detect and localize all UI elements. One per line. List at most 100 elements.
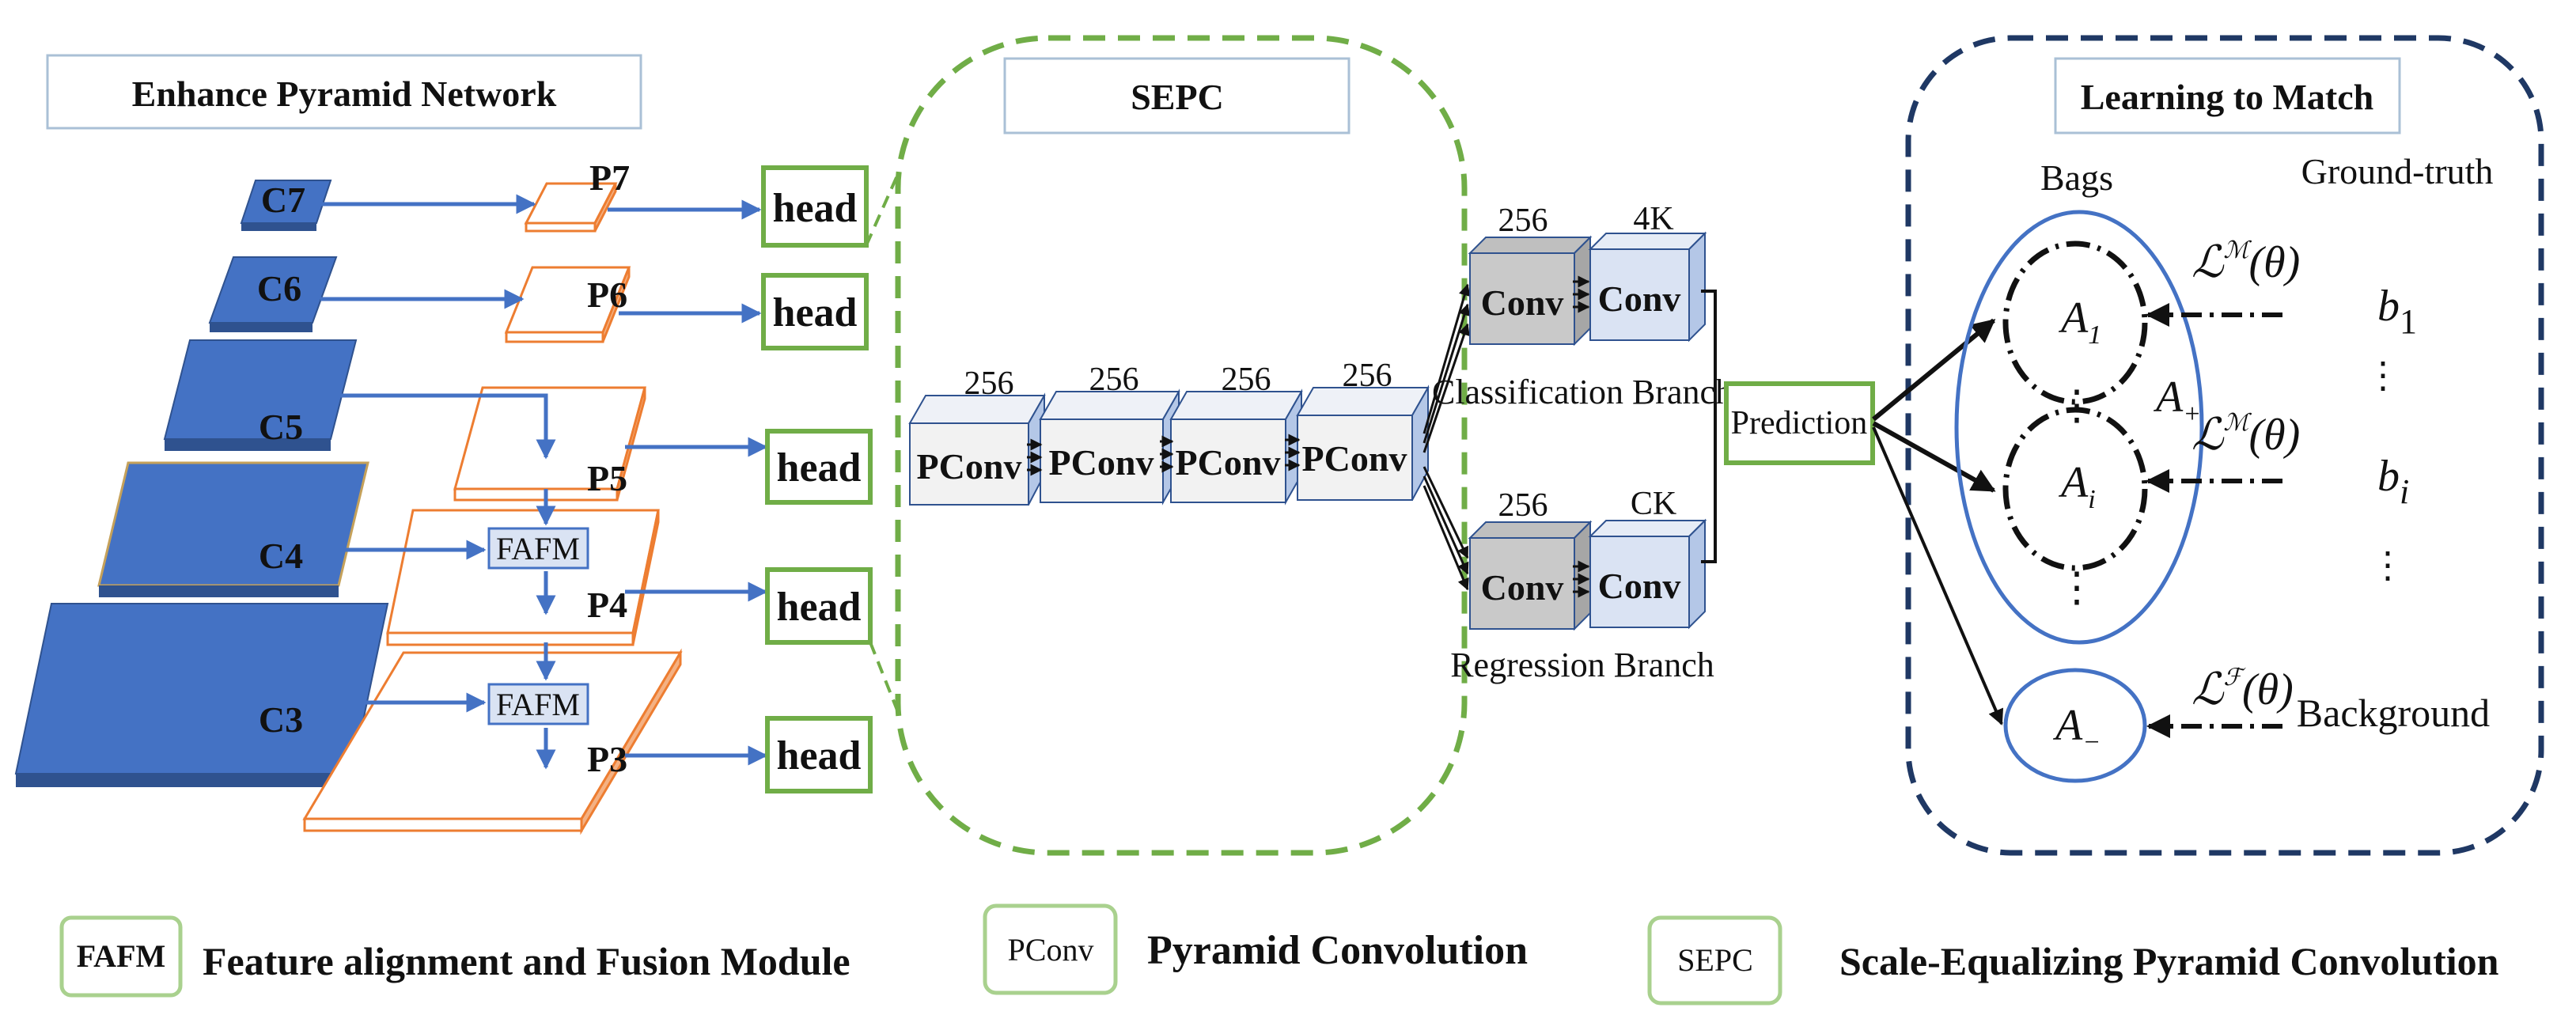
gt-bi-label: bi — [2377, 452, 2409, 511]
head-box-p7: head — [761, 165, 869, 248]
svg-text:head: head — [773, 186, 858, 231]
reg-conv-2-channels: CK — [1631, 486, 1676, 522]
legend-sepc-key: SEPC — [1677, 942, 1753, 978]
legend-fafm-key: FAFM — [77, 938, 166, 974]
cls-conv-2: Conv — [1588, 231, 1707, 343]
pconv-cube-4: PConv — [1296, 384, 1430, 501]
pyramid-p7-label: P7 — [589, 157, 630, 198]
bags-label: Bags — [2040, 157, 2113, 198]
pconv-connectors — [1027, 434, 1301, 476]
pconv-cube-1: PConv — [908, 392, 1046, 506]
pyramid-p6 — [504, 266, 631, 343]
pconv-channels-1: 256 — [964, 365, 1014, 402]
anchor-a1-label: A1 — [2058, 294, 2101, 350]
gt-arrows — [2146, 303, 2282, 738]
backbone-c4: C4 — [97, 461, 369, 597]
loss-f-label: ℒℱ(θ) — [2191, 665, 2294, 714]
reg-connectors — [1573, 560, 1590, 598]
pyramid-title-box: Enhance Pyramid Network — [46, 54, 642, 130]
anchor-ai-ellipse — [2002, 407, 2148, 571]
pconv-cube-3: PConv — [1169, 388, 1303, 506]
svg-text:PConv: PConv — [1049, 442, 1154, 483]
legend-fafm: FAFM Feature alignment and Fusion Module — [59, 915, 850, 998]
svg-text:FAFM: FAFM — [496, 531, 580, 566]
loss-m-label-1: ℒℳ(θ) — [2191, 237, 2300, 287]
reg-conv-2: Conv — [1588, 518, 1707, 630]
match-group-border — [1905, 35, 2544, 856]
head-arrows — [608, 199, 768, 766]
pconv-channels-3: 256 — [1222, 362, 1271, 398]
svg-text:Conv: Conv — [1598, 566, 1681, 606]
svg-text:head: head — [777, 733, 862, 778]
svg-text:head: head — [777, 445, 862, 490]
pyramid-p5-label: P5 — [587, 458, 627, 498]
legend-fafm-text: Feature alignment and Fusion Module — [203, 939, 850, 983]
cls-conv-1-channels: 256 — [1498, 203, 1548, 239]
bag-vdots-2: ⋮ — [2056, 566, 2097, 611]
background-label: Background — [2297, 691, 2490, 735]
anchor-aminus-label: A− — [2052, 701, 2101, 757]
anchor-aplus-label: A+ — [2153, 373, 2201, 429]
svg-text:Prediction: Prediction — [1731, 405, 1868, 441]
ground-truth-label: Ground-truth — [2301, 151, 2494, 191]
pyramid-p7 — [524, 182, 618, 233]
svg-text:head: head — [777, 585, 862, 630]
svg-text:Conv: Conv — [1598, 278, 1681, 319]
reg-conv-1-channels: 256 — [1498, 487, 1548, 524]
head-box-p6: head — [761, 273, 869, 350]
pyramid-p5 — [453, 386, 646, 502]
match-title-box: Learning to Match — [2054, 57, 2401, 134]
reg-conv-1: Conv — [1468, 520, 1593, 631]
cls-conv-2-channels: 4K — [1633, 201, 1673, 237]
legend-sepc: SEPC Scale-Equalizing Pyramid Convolutio… — [1647, 915, 2499, 1006]
anchor-ai-label: Ai — [2058, 458, 2096, 514]
legend-pconv-key: PConv — [1008, 932, 1094, 968]
sepc-title-box: SEPC — [1003, 57, 1351, 134]
svg-text:Conv: Conv — [1481, 567, 1564, 608]
bag-vdots-1: ⋮ — [2056, 384, 2097, 429]
svg-text:FAFM: FAFM — [496, 687, 580, 722]
backbone-c3: C3 — [14, 603, 389, 787]
branch-bracket — [1701, 290, 1717, 563]
head-sepc-connectors — [865, 173, 900, 713]
svg-text:C7: C7 — [261, 180, 305, 220]
backbone-c6: C6 — [208, 256, 338, 332]
svg-text:PConv: PConv — [1302, 438, 1407, 479]
svg-text:PConv: PConv — [917, 446, 1022, 487]
pyramid-title: Enhance Pyramid Network — [132, 74, 557, 114]
head-box-p5: head — [765, 429, 873, 505]
lateral-arrows — [313, 194, 556, 770]
backbone-c5: C5 — [163, 339, 358, 451]
negative-bag-ellipse — [2003, 668, 2147, 783]
anchor-a1-ellipse — [2002, 240, 2148, 405]
loss-m-label-2: ℒℳ(θ) — [2191, 410, 2300, 460]
legend-pconv-text: Pyramid Convolution — [1147, 928, 1528, 973]
pconv-cube-2: PConv — [1039, 388, 1180, 506]
match-title: Learning to Match — [2081, 77, 2374, 117]
pyramid-p3-label: P3 — [587, 739, 627, 779]
classification-branch-title: Classification Branch — [1432, 373, 1733, 411]
fafm-box-p4: FAFM — [487, 527, 589, 570]
pconv-channels-2: 256 — [1089, 362, 1139, 398]
gt-vdots-1: ⋮ — [2365, 355, 2401, 396]
pyramid-p4-label: P4 — [587, 585, 627, 625]
fafm-box-p3: FAFM — [487, 683, 589, 725]
svg-text:C3: C3 — [259, 699, 303, 740]
cls-conv-1: Conv — [1468, 235, 1593, 347]
sepc-title: SEPC — [1131, 77, 1224, 117]
pyramid-p6-label: P6 — [587, 275, 627, 315]
prediction-box: Prediction — [1724, 381, 1875, 465]
pyramid-p4 — [386, 509, 660, 646]
svg-text:C4: C4 — [259, 536, 303, 576]
backbone-c7: C7 — [240, 180, 332, 231]
gt-vdots-2: ⋮ — [2370, 545, 2406, 585]
positive-bag-ellipse — [1954, 210, 2204, 645]
svg-text:C6: C6 — [257, 268, 301, 309]
svg-text:head: head — [773, 290, 858, 335]
head-box-p3: head — [765, 716, 873, 793]
prediction-arrows — [1872, 318, 2004, 725]
head-box-p4: head — [765, 567, 873, 645]
svg-text:PConv: PConv — [1176, 442, 1281, 483]
regression-branch-title: Regression Branch — [1450, 646, 1714, 684]
